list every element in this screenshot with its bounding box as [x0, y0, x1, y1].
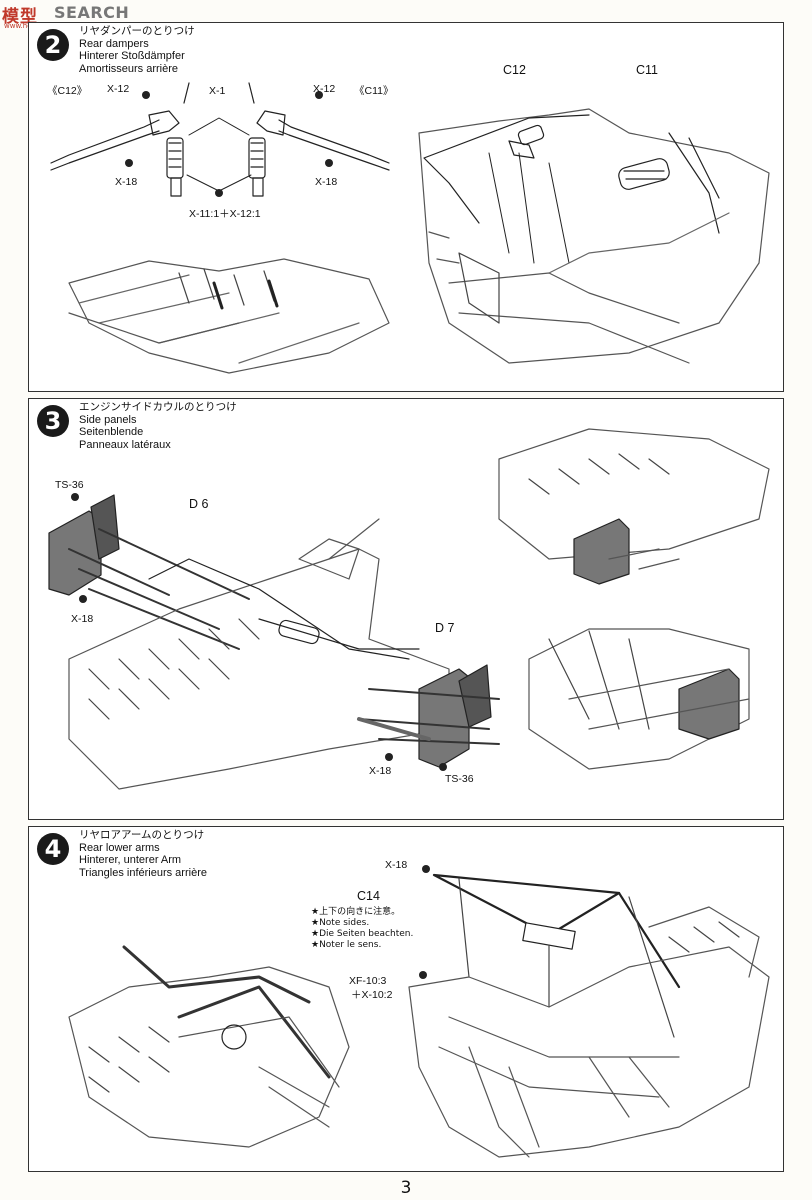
d6-panel	[48, 510, 102, 596]
ts36-bottom-label: TS-36	[445, 773, 474, 785]
title-fr: Panneaux latéraux	[79, 438, 171, 451]
title-de: Hinterer, unterer Arm	[79, 854, 182, 866]
title-jp: エンジンサイドカウルのとりつけ	[79, 401, 237, 413]
left-damper-rod	[50, 119, 160, 164]
x12-right-label: X-12	[313, 83, 336, 95]
title-jp: リヤダンパーのとりつけ	[79, 25, 195, 37]
step-number-badge: 4	[37, 833, 69, 865]
step-number-badge: 3	[37, 405, 69, 437]
note-de: ★Die Seiten beachten.	[311, 929, 414, 939]
note-jp: ★上下の向きに注意。	[311, 907, 401, 917]
note-fr: ★Noter le sens.	[311, 940, 382, 950]
x18-left-label: X-18	[115, 176, 138, 188]
screw-icon	[142, 91, 150, 99]
step-3-panel: 3 エンジンサイドカウルのとりつけ Side panels Seitenblen…	[28, 398, 784, 820]
title-de: Hinterer Stoßdämpfer	[79, 50, 185, 62]
note-en: ★Note sides.	[311, 918, 370, 928]
c11-label: C11	[636, 63, 659, 77]
step-3-illustration	[48, 428, 770, 790]
x18-bottom-label: X-18	[369, 765, 392, 777]
watermark-search: SEARCH	[54, 3, 130, 22]
step-2-panel: 2 リヤダンパーのとりつけ Rear dampers Hinterer Stoß…	[28, 22, 784, 392]
step-number-badge: 2	[37, 29, 69, 61]
title-en: Rear dampers	[79, 37, 149, 50]
d7-label: D 7	[435, 621, 455, 635]
step-titles: リヤダンパーのとりつけ Rear dampers Hinterer Stoßdä…	[79, 25, 195, 75]
x18-left-label: X-18	[71, 613, 94, 625]
xf-ratio-label: XF-10:3	[349, 975, 387, 987]
x12-left-label: X-12	[107, 83, 130, 95]
side-note: ★上下の向きに注意。 ★Note sides. ★Die Seiten beac…	[311, 907, 413, 951]
c12-label: C12	[503, 63, 526, 77]
title-en: Rear lower arms	[79, 841, 160, 854]
step-4-panel: 4 リヤロアアームのとりつけ Rear lower arms Hinterer,…	[28, 826, 784, 1172]
title-jp: リヤロアアームのとりつけ	[79, 829, 205, 841]
page-number: 3	[400, 1178, 412, 1198]
step-titles: エンジンサイドカウルのとりつけ Side panels Seitenblende…	[79, 401, 237, 451]
c11-bracket-label: 《C11》	[354, 85, 394, 97]
title-en: Side panels	[79, 413, 137, 426]
x10-ratio-label: ＋X-10:2	[351, 989, 393, 1001]
title-de: Seitenblende	[79, 426, 144, 438]
step-titles: リヤロアアームのとりつけ Rear lower arms Hinterer, u…	[79, 829, 207, 879]
step-2-illustration	[50, 82, 770, 374]
x18-right-label: X-18	[315, 176, 338, 188]
title-fr: Triangles inférieurs arrière	[79, 866, 207, 879]
x18-label: X-18	[385, 859, 408, 871]
c12-bracket-label: 《C12》	[47, 85, 88, 97]
x1-label: X-1	[209, 85, 226, 97]
ratio-label: X-11:1＋X-12:1	[189, 208, 261, 220]
step-4-illustration	[68, 865, 770, 1158]
c14-arm	[432, 873, 621, 937]
d6-label: D 6	[189, 497, 209, 511]
title-fr: Amortisseurs arrière	[79, 62, 179, 75]
ts36-top-label: TS-36	[55, 479, 84, 491]
c14-label: C14	[357, 889, 380, 903]
